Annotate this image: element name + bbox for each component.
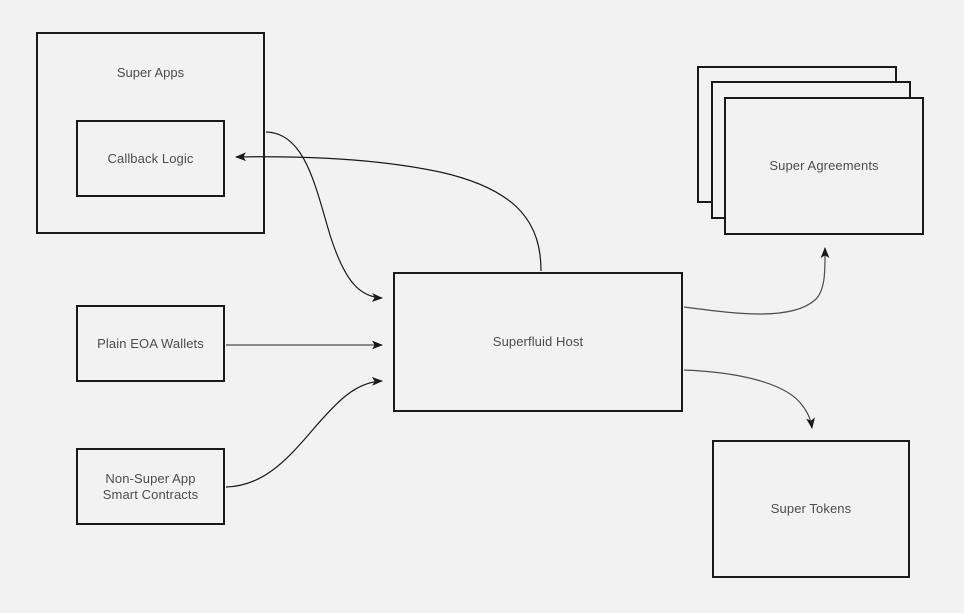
node-super-tokens-label: Super Tokens: [770, 501, 852, 516]
node-superfluid-host[interactable]: Superfluid Host: [393, 272, 683, 412]
edge-host-to-super-tokens: [683, 369, 815, 429]
node-super-apps-label: Super Apps: [116, 65, 185, 80]
node-super-agreements-label: Super Agreements: [769, 158, 879, 173]
node-super-agreements[interactable]: Super Agreements: [724, 97, 924, 235]
edge-super-apps-to-host: [265, 131, 383, 302]
edge-host-to-super-agreements: [683, 247, 830, 315]
node-non-super-app-smart-contracts-label: Non-Super App Smart Contracts: [102, 470, 199, 502]
node-super-tokens[interactable]: Super Tokens: [712, 440, 910, 578]
node-plain-eoa-wallets[interactable]: Plain EOA Wallets: [76, 305, 225, 382]
node-non-super-app-smart-contracts[interactable]: Non-Super App Smart Contracts: [76, 448, 225, 525]
edge-non-super-app-contracts-to-host: [225, 376, 383, 488]
node-superfluid-host-label: Superfluid Host: [492, 334, 584, 349]
node-callback-logic-label: Callback Logic: [107, 150, 194, 166]
node-plain-eoa-wallets-label: Plain EOA Wallets: [97, 335, 204, 351]
edge-host-to-callback-logic: [235, 152, 542, 272]
node-callback-logic[interactable]: Callback Logic: [76, 120, 225, 197]
